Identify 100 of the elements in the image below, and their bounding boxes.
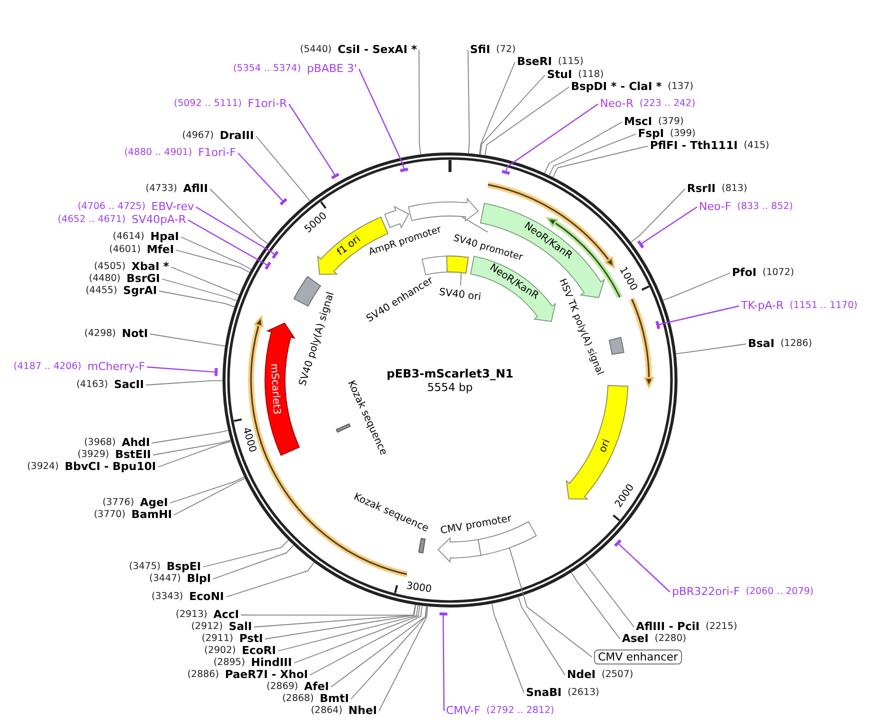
primer-name: SV40pA-R	[132, 214, 186, 226]
leader-line	[544, 122, 622, 174]
enzyme-name: AhdI	[122, 437, 150, 449]
site-position: (2912)	[191, 621, 223, 633]
leader-line	[150, 334, 226, 346]
scale-number: 4000	[240, 426, 258, 454]
site-position: (4455)	[86, 285, 118, 297]
leader-line	[152, 440, 231, 456]
leader-line	[240, 604, 416, 616]
enzyme-name: XbaI *	[132, 261, 169, 273]
enzyme-name: HindIII	[251, 657, 292, 669]
enzyme-name: HpaI	[150, 231, 179, 243]
primer-range: (5354 .. 5374)	[233, 63, 301, 75]
site-position: (115)	[558, 56, 584, 68]
enzyme-name: CsiI - SexAI *	[338, 44, 417, 56]
site-position: (2613)	[568, 687, 600, 699]
leader-line	[226, 562, 314, 598]
site-position: (2895)	[213, 657, 246, 669]
enzyme-name: MscI	[624, 116, 652, 128]
primer-range: (2060 .. 2079)	[746, 586, 814, 598]
leader-line	[492, 603, 524, 694]
primer-range: (223 .. 242)	[640, 98, 696, 110]
enzyme-name: AfeI	[304, 681, 329, 693]
site-position: (2507)	[602, 669, 634, 681]
enzyme-name: PaeR7I - XhoI	[224, 669, 308, 681]
leader-line	[676, 344, 746, 354]
leader-line	[188, 219, 272, 271]
site-position: (72)	[496, 44, 516, 56]
leader-line	[310, 605, 422, 676]
primer-range: (1151 .. 1170)	[790, 300, 858, 312]
site-position: (813)	[722, 183, 748, 195]
enzyme-name: BlpI	[186, 573, 211, 585]
leader-line	[176, 250, 250, 273]
enzyme-name: BspEI	[166, 561, 201, 573]
site-position: (2911)	[202, 633, 234, 645]
leader-line	[655, 305, 740, 330]
leader-line	[288, 104, 340, 180]
leader-line	[378, 606, 428, 712]
enzyme-name: AccI	[213, 609, 239, 621]
enzyme-name: PfoI	[732, 267, 756, 279]
site-position: (3475)	[128, 561, 161, 573]
leader-line	[146, 380, 223, 386]
leader-line	[662, 272, 730, 301]
enzyme-name: AflII	[183, 183, 208, 195]
enzyme-name: SnaBI	[526, 687, 562, 699]
site-position: (4505)	[94, 261, 126, 273]
leader-line	[552, 146, 648, 178]
site-position: (2902)	[204, 645, 236, 657]
leader-line	[630, 188, 686, 243]
primer-name: F1ori-F	[198, 147, 236, 159]
leader-line	[152, 430, 228, 444]
leader-line	[330, 606, 427, 688]
feature-label: ori	[597, 438, 612, 454]
leader-line	[174, 478, 246, 516]
site-position: (3343)	[152, 591, 184, 603]
enzyme-name: StuI	[547, 69, 572, 81]
leader-line	[170, 476, 245, 504]
enzyme-name: RsrII	[687, 183, 716, 195]
leader-line	[484, 86, 570, 156]
site-position: (3447)	[149, 573, 181, 585]
enzyme-name: BstEII	[115, 449, 151, 461]
enzyme-name: DraIII	[220, 130, 254, 142]
primer-range: (4187 .. 4206)	[14, 361, 82, 373]
primer-name: pBABE 3'	[306, 63, 357, 75]
leader-line	[518, 596, 566, 676]
site-position: (379)	[658, 116, 684, 128]
feature-label: CMV promoter	[439, 513, 512, 536]
scale-number: 3000	[406, 580, 432, 595]
leader-line	[548, 134, 636, 176]
enzyme-name: SacII	[114, 379, 144, 391]
enzyme-name: BsaI	[748, 338, 774, 350]
enzyme-name: BspDI * - ClaI *	[571, 81, 662, 93]
leader-line	[210, 188, 268, 244]
site-position: (3929)	[78, 449, 110, 461]
primer-range: (833 .. 852)	[737, 201, 793, 213]
enzyme-name: MfeI	[146, 244, 174, 256]
leader-line	[460, 216, 488, 233]
primer-name: Neo-R	[600, 98, 634, 110]
leader-line	[162, 278, 238, 302]
enzyme-name: NotI	[122, 328, 148, 340]
leader-line	[570, 572, 620, 640]
enzyme-name: SgrAI	[123, 285, 157, 297]
leader-line	[294, 605, 420, 664]
leader-line	[278, 604, 418, 652]
leader-line	[350, 606, 428, 700]
leader-line	[500, 104, 598, 175]
site-position: (118)	[578, 69, 604, 81]
feature-tag: CMV enhancer	[594, 650, 682, 664]
site-position: (4163)	[76, 379, 108, 391]
site-position: (4967)	[182, 130, 214, 142]
feature-label: SV40 poly(A) signal	[298, 291, 337, 388]
primer-range: (4652 .. 4671)	[58, 214, 126, 226]
leader-line	[146, 366, 218, 378]
site-position: (4614)	[112, 231, 144, 243]
enzyme-name: BamHI	[131, 509, 172, 521]
feature-label: f1 ori	[335, 234, 363, 258]
site-position: (3776)	[102, 497, 134, 509]
site-position: (4298)	[84, 328, 116, 340]
leader-line	[238, 152, 288, 206]
leader-line	[479, 62, 516, 155]
